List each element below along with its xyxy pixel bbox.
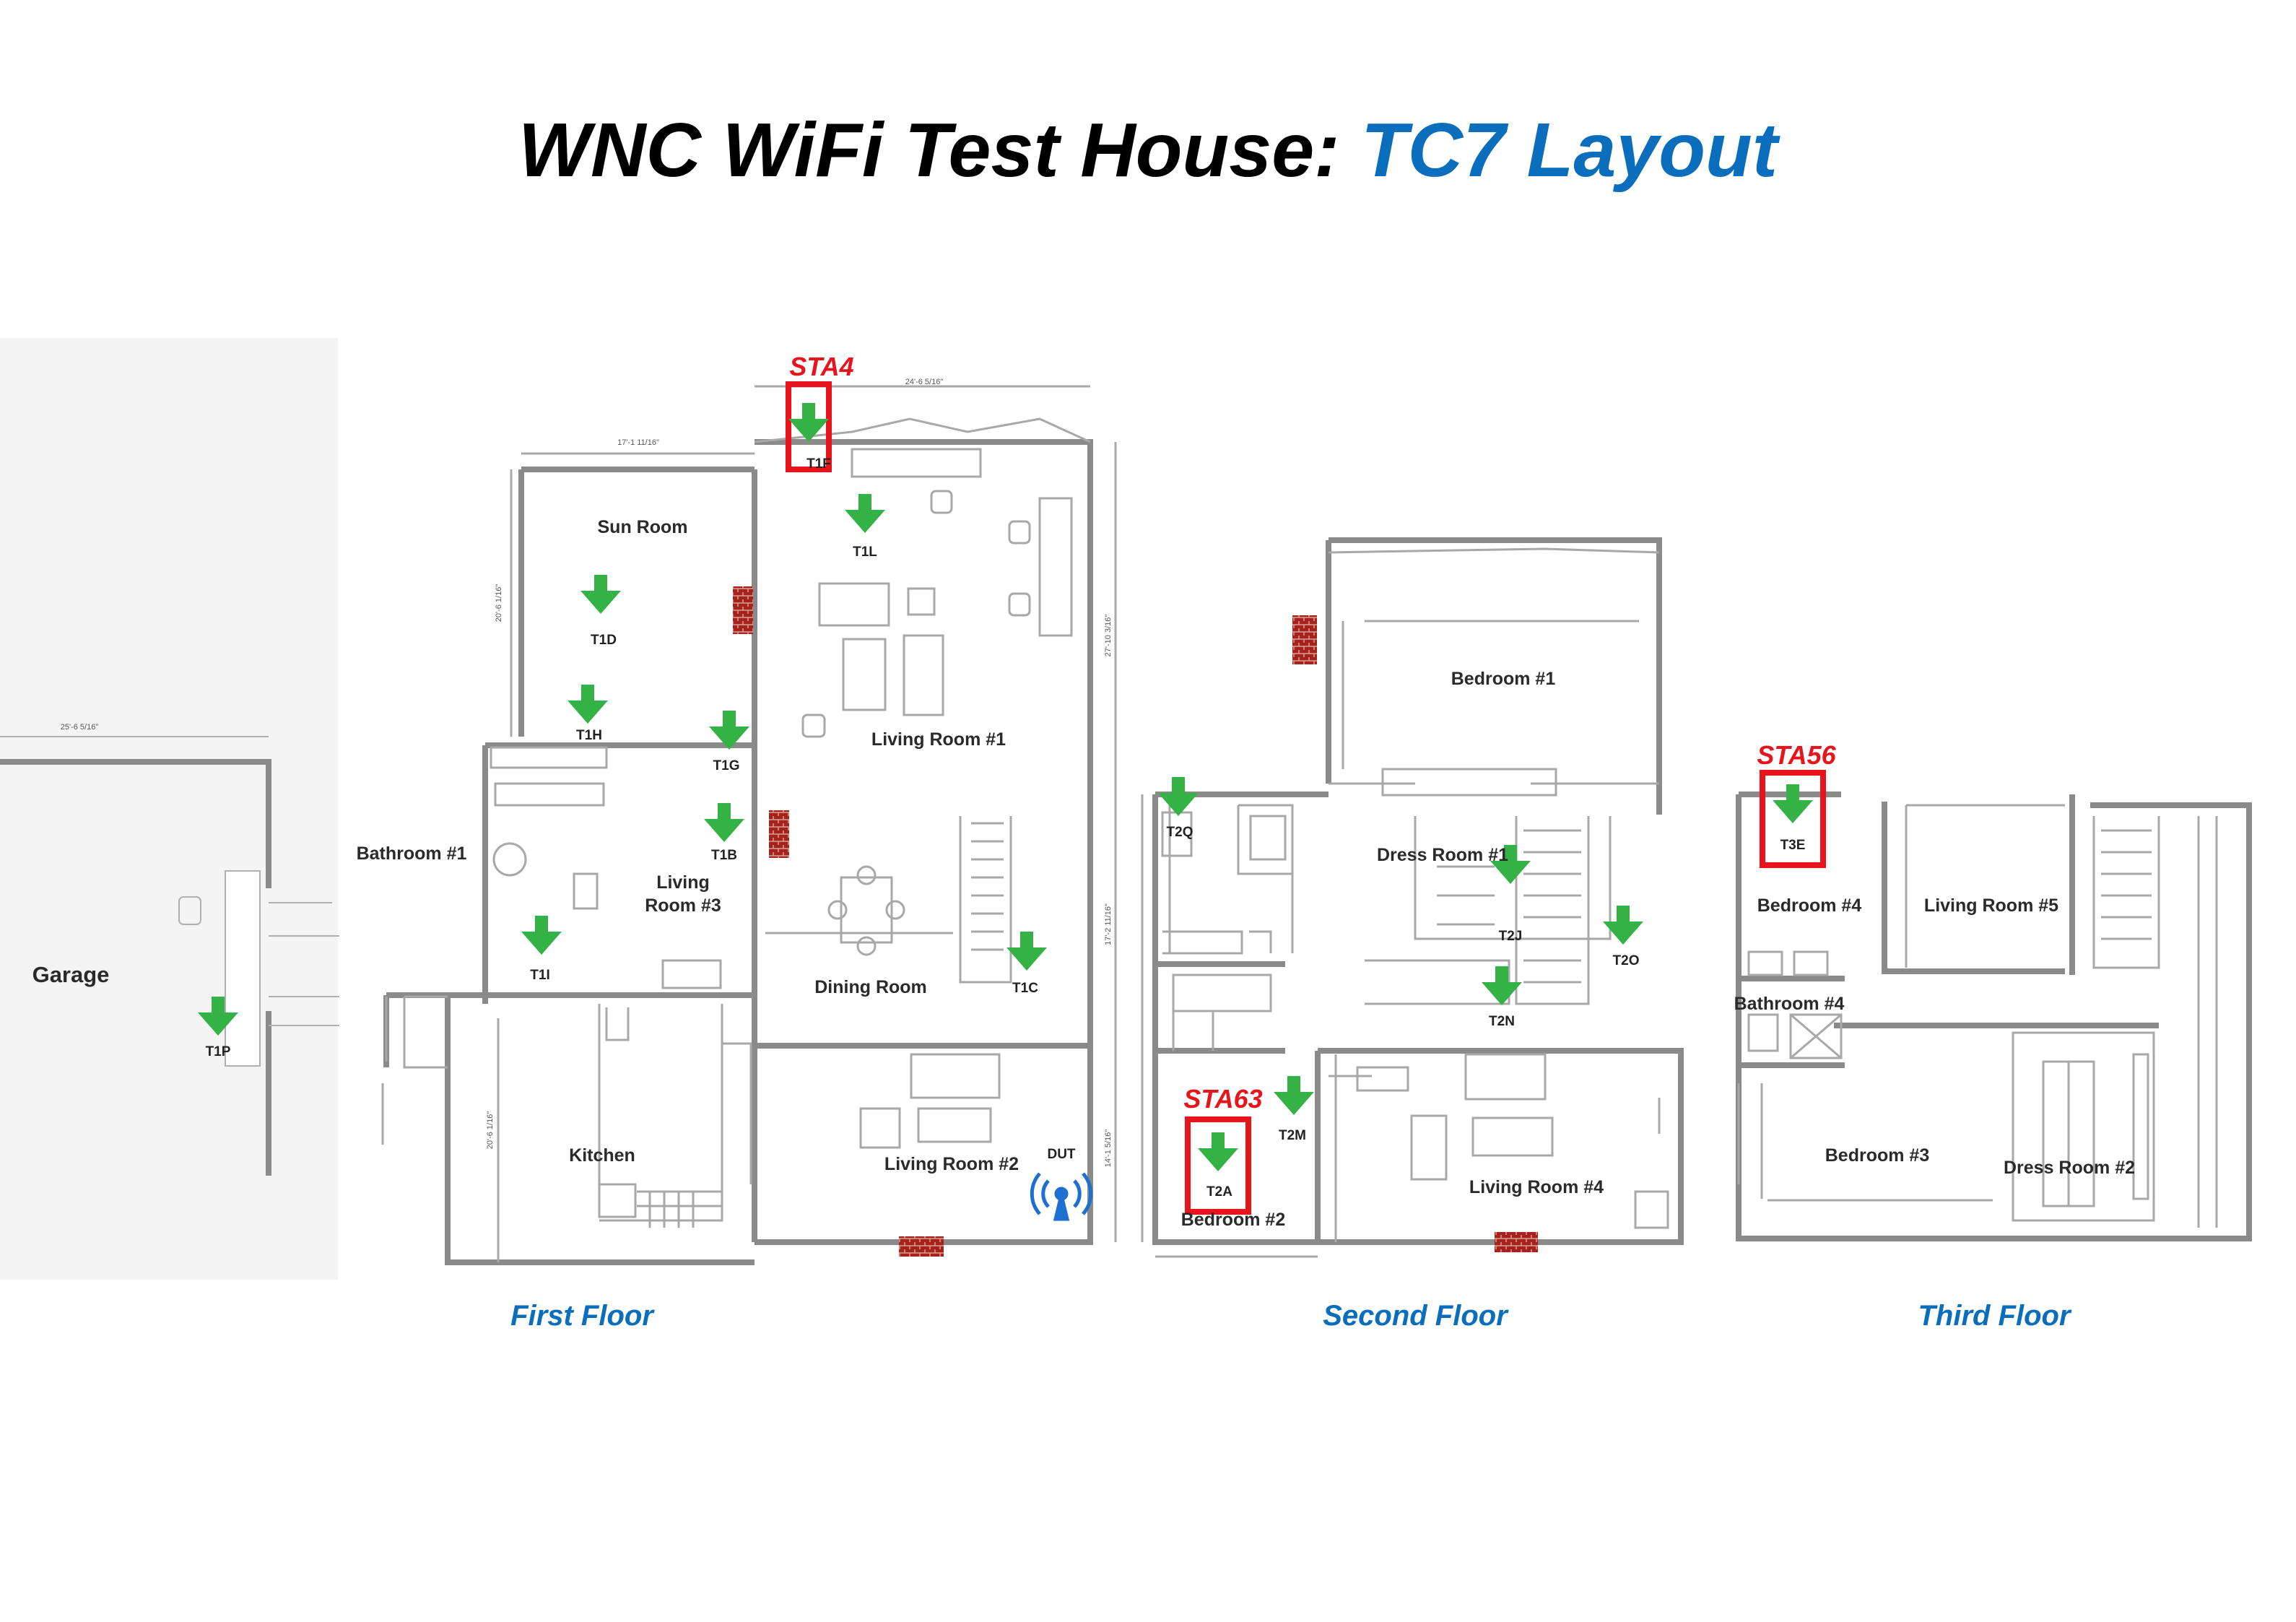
- point-label-t2n: T2N: [1489, 1014, 1515, 1029]
- floor-label-second: Second Floor: [1323, 1300, 1508, 1332]
- room-label-living-room-2: Living Room #2: [884, 1154, 1019, 1174]
- point-label-t2j: T2J: [1499, 929, 1523, 944]
- room-label-living-room-3-line2: Room #3: [645, 895, 721, 916]
- station-box-sta63: [1185, 1116, 1251, 1215]
- arrow-t1c: [1006, 932, 1047, 971]
- arrow-t1i: [521, 916, 562, 955]
- room-label-dining-room: Dining Room: [814, 977, 927, 997]
- room-label-bedroom-3: Bedroom #3: [1825, 1145, 1929, 1166]
- point-label-t1g: T1G: [713, 758, 740, 773]
- third-floor-plan: [1736, 792, 2252, 1241]
- point-label-t1i: T1I: [530, 968, 549, 983]
- title-highlight: TC7 Layout: [1360, 108, 1778, 193]
- chimney-first-floor-b: [769, 810, 789, 858]
- test-point-arrows: [198, 403, 1813, 1171]
- floor-label-first: First Floor: [510, 1300, 653, 1332]
- station-box-sta4: [786, 381, 832, 472]
- plan-background: [0, 338, 338, 1280]
- point-label-t2m: T2M: [1279, 1128, 1306, 1143]
- room-label-dress-room-2: Dress Room #2: [2004, 1158, 2135, 1178]
- dut-label: DUT: [1047, 1147, 1075, 1162]
- station-label-sta56: STA56: [1757, 740, 1836, 770]
- room-label-living-room-4: Living Room #4: [1469, 1177, 1604, 1197]
- station-label-sta4: STA4: [789, 352, 853, 381]
- arrow-t2q: [1158, 777, 1199, 816]
- point-label-t3e: T3E: [1780, 838, 1806, 853]
- point-label-t1d: T1D: [591, 633, 617, 648]
- dim-label: 25'-6 5/16": [61, 723, 99, 732]
- room-label-garage: Garage: [32, 962, 110, 987]
- room-label-living-room-5: Living Room #5: [1924, 895, 2058, 916]
- station-label-sta63: STA63: [1183, 1084, 1262, 1114]
- room-label-bathroom-4: Bathroom #4: [1734, 994, 1845, 1014]
- room-label-living-room-3-line1: Living: [656, 872, 710, 893]
- point-label-t1l: T1L: [853, 545, 877, 560]
- arrow-t2a: [1198, 1132, 1238, 1171]
- title-main: WNC WiFi Test House:: [518, 108, 1340, 193]
- point-label-t2o: T2O: [1613, 953, 1640, 968]
- room-label-bedroom-2: Bedroom #2: [1181, 1210, 1285, 1230]
- dim-label: 20'-6 1/16": [486, 1111, 495, 1150]
- point-label-t1h: T1H: [576, 728, 602, 743]
- point-label-t1c: T1C: [1012, 981, 1038, 996]
- second-floor-plan: [1152, 537, 1684, 1245]
- room-label-bedroom-1: Bedroom #1: [1451, 669, 1556, 689]
- dim-label: 24'-6 5/16": [905, 378, 944, 386]
- room-label-living-room-1: Living Room #1: [871, 729, 1006, 750]
- dim-label: 27'-10 3/16": [1104, 615, 1113, 657]
- room-label-bedroom-4: Bedroom #4: [1757, 895, 1862, 916]
- point-label-t2a: T2A: [1206, 1184, 1232, 1200]
- arrow-t2m: [1274, 1076, 1314, 1115]
- point-label-t1p: T1P: [206, 1044, 231, 1059]
- room-label-dress-room-1: Dress Room #1: [1377, 845, 1508, 865]
- dim-label: 14'-1 5/16": [1104, 1129, 1113, 1168]
- dim-label: 17'-1 11/16": [617, 438, 659, 447]
- chimney-first-floor-c: [899, 1236, 944, 1257]
- dut-antenna-icon: [1030, 1172, 1093, 1221]
- dim-label: 20'-6 1/16": [495, 584, 503, 623]
- dim-label: 17'-2 11/16": [1104, 903, 1113, 945]
- room-label-sun-room: Sun Room: [598, 517, 688, 537]
- arrow-t1b: [704, 803, 744, 842]
- chimney-second-floor-b: [1495, 1232, 1538, 1252]
- arrow-t3e: [1773, 784, 1813, 823]
- garage-plan: [0, 759, 271, 1176]
- station-box-sta56: [1760, 770, 1826, 868]
- page-title: WNC WiFi Test House: TC7 Layout: [0, 108, 2296, 193]
- arrow-t1d: [580, 575, 621, 614]
- arrow-t1h: [568, 685, 608, 724]
- point-label-t1b: T1B: [711, 848, 737, 863]
- arrow-t1f: [788, 403, 829, 442]
- floor-label-third: Third Floor: [1918, 1300, 2071, 1332]
- point-label-t2q: T2Q: [1167, 825, 1193, 840]
- first-floor-plan: [383, 439, 1093, 1265]
- chimney-first-floor-a: [733, 586, 753, 634]
- point-label-t1f: T1F: [806, 456, 831, 472]
- room-label-kitchen: Kitchen: [569, 1145, 635, 1166]
- room-label-bathroom-1: Bathroom #1: [357, 843, 467, 864]
- chimney-second-floor-a: [1292, 615, 1317, 664]
- arrow-t1l: [845, 494, 885, 533]
